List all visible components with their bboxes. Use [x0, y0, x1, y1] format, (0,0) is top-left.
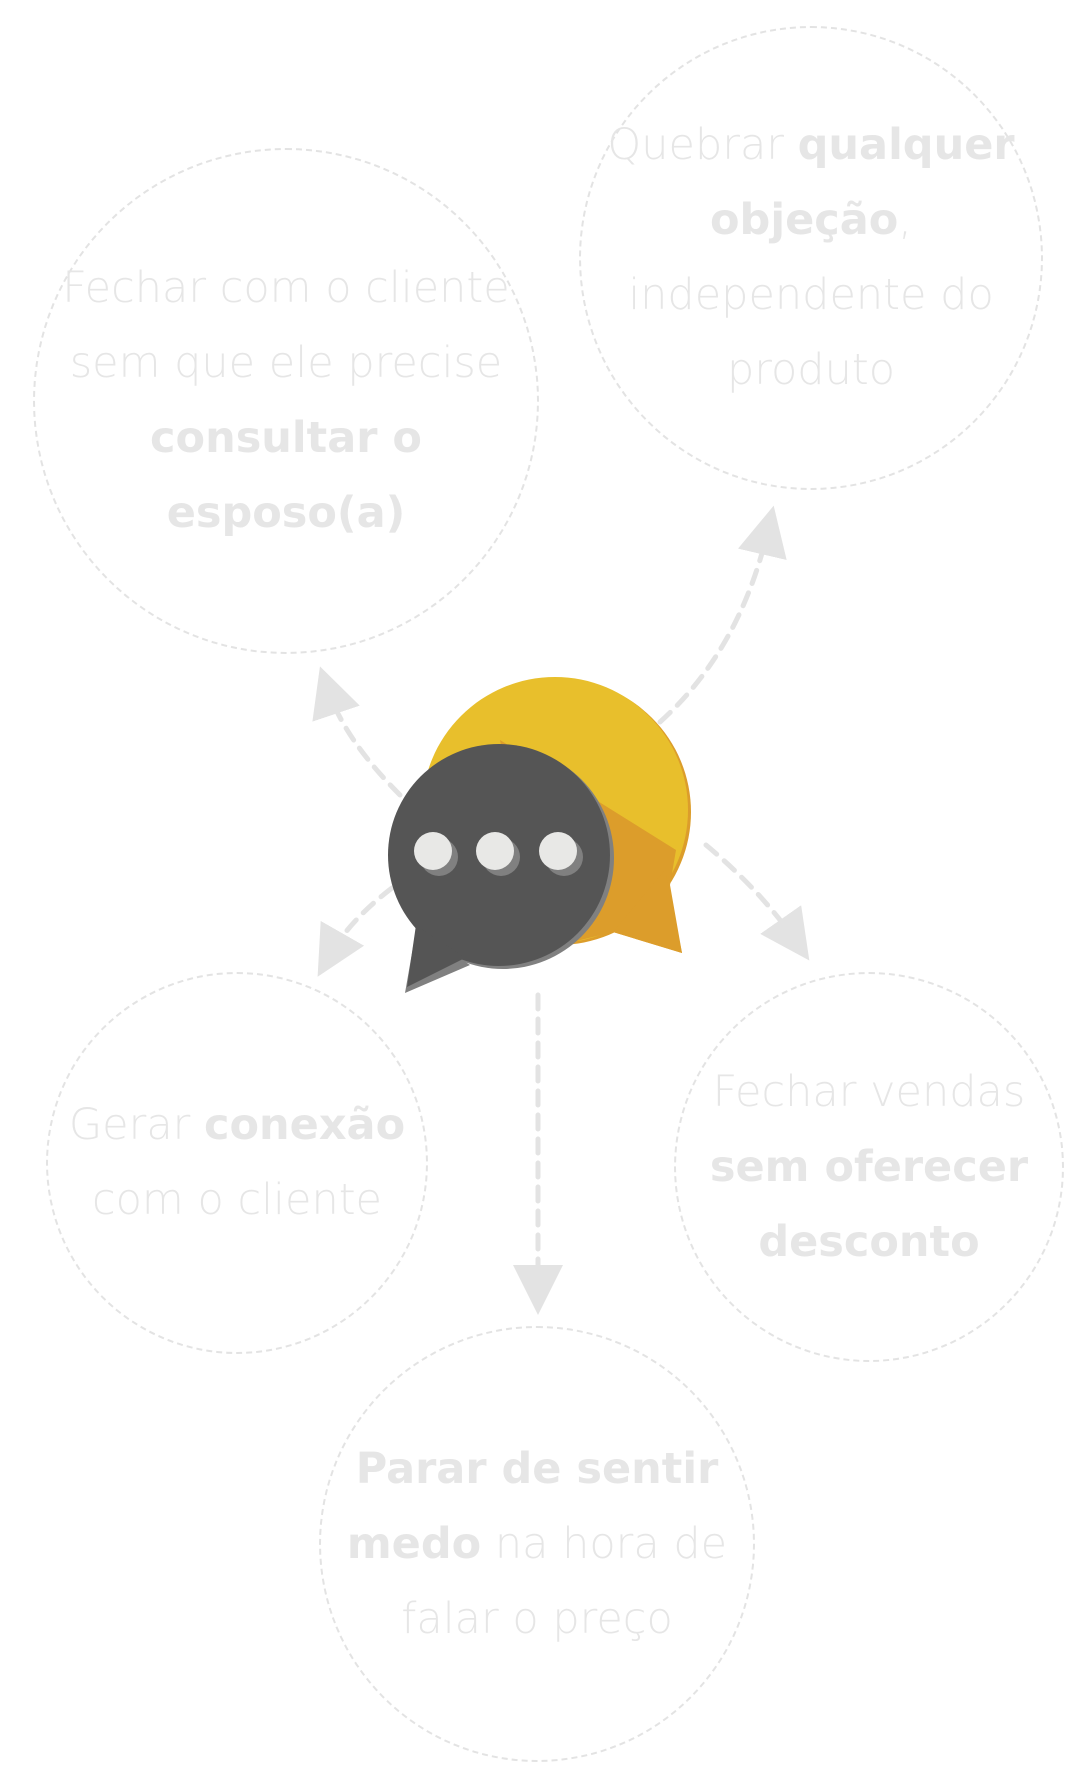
node-bottom: Parar de sentir medo na hora de falar o … [319, 1326, 755, 1762]
text-segment: com o cliente [91, 1175, 383, 1225]
node-right: Fechar vendas sem oferecer desconto [674, 972, 1064, 1362]
typing-dots [414, 832, 583, 876]
node-text: Fechar com o cliente sem que ele precise… [55, 251, 517, 551]
text-segment: Gerar [68, 1100, 205, 1150]
emphasis-text: sem oferecer desconto [709, 1141, 1029, 1267]
arrow-to-left [312, 666, 403, 798]
emphasis-text: conexão [204, 1100, 406, 1150]
text-segment: na hora de falar o preço [401, 1518, 728, 1644]
node-text: Gerar conexão com o cliente [58, 1088, 416, 1238]
arrow-to-top-right [657, 505, 787, 725]
chat-bubbles-icon [388, 677, 691, 993]
node-top-right: Quebrar qualquer objeção, independente d… [579, 26, 1043, 490]
node-text: Quebrar qualquer objeção, independente d… [591, 108, 1031, 408]
emphasis-text: consultar o esposo(a) [150, 413, 422, 538]
node-text: Fechar vendas sem oferecer desconto [686, 1055, 1052, 1280]
node-bottom-left: Gerar conexão com o cliente [46, 972, 428, 1354]
text-segment: Fechar com o cliente sem que ele precise [62, 263, 510, 388]
arrow-to-right [703, 842, 810, 961]
arrow-to-bottom-left [317, 885, 395, 977]
text-segment: Quebrar [607, 120, 798, 170]
emphasis-text: Parar de sentir medo [346, 1443, 719, 1569]
emphasis-text: qualquer objeção [710, 120, 1015, 245]
text-segment: , independente do produto [628, 195, 994, 395]
text-segment: Fechar vendas [712, 1066, 1026, 1117]
node-text: Parar de sentir medo na hora de falar o … [331, 1432, 743, 1657]
node-left: Fechar com o cliente sem que ele precise… [33, 148, 539, 654]
